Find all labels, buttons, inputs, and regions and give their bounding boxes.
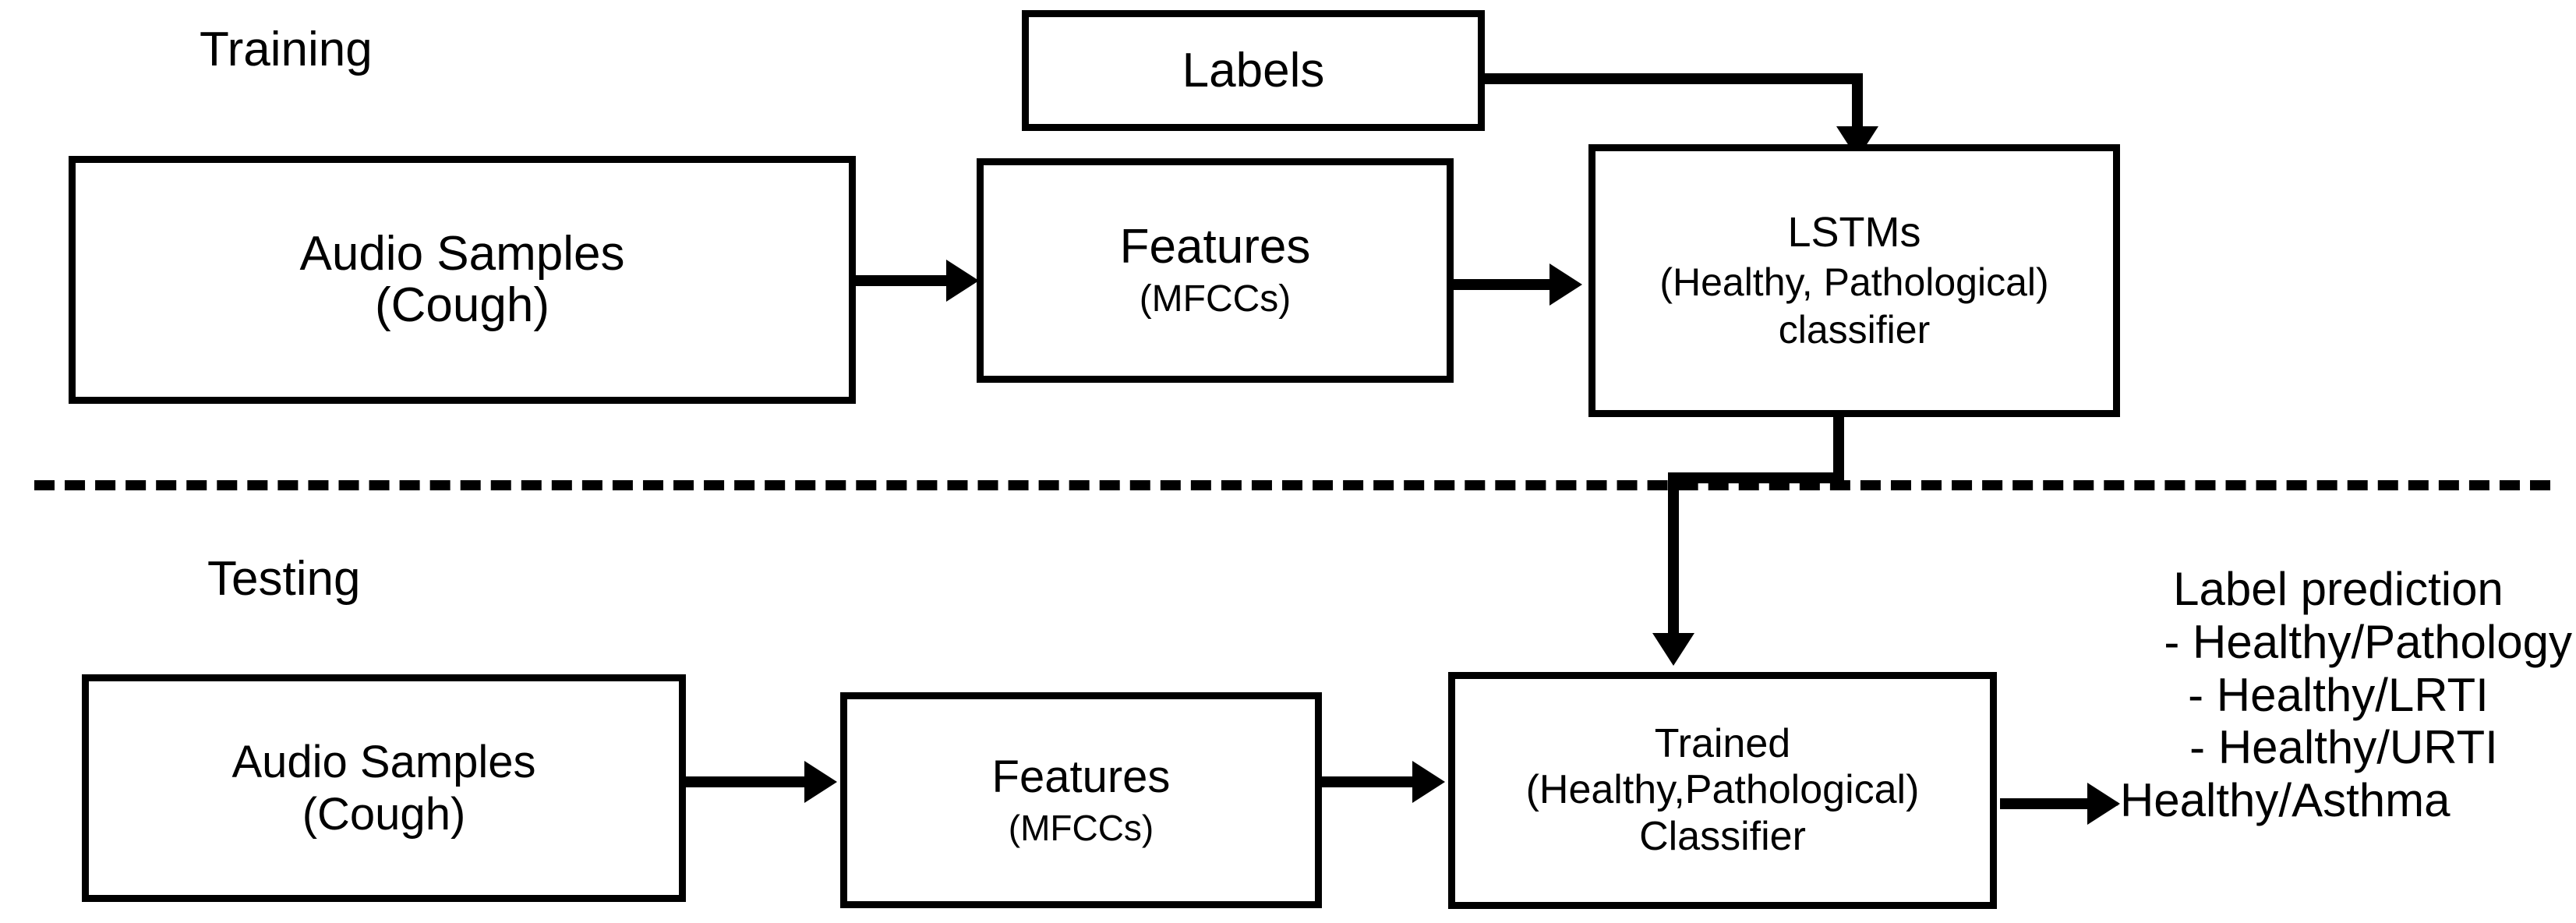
training-features-to-lstm-line xyxy=(1451,279,1553,290)
lstm-classifier-title: LSTMs xyxy=(1787,209,1921,256)
classifier-to-prediction-arrowhead xyxy=(2087,783,2120,825)
label-prediction-item-1: - Healthy/LRTI xyxy=(2188,668,2489,721)
testing-features-to-classifier-line xyxy=(1320,776,1417,787)
testing-audio-samples-box: Audio Samples (Cough) xyxy=(82,674,686,902)
lstm-classifier-subtitle: classifier xyxy=(1778,307,1931,352)
testing-audio-samples-title: Audio Samples xyxy=(231,736,536,787)
trained-classifier-title: Trained xyxy=(1654,721,1791,767)
label-prediction-item-3: -Healthy/Asthma xyxy=(2104,774,2451,827)
lstm-classifier-box: LSTMs (Healthy, Pathological) classifier xyxy=(1588,144,2120,417)
training-audio-to-features-line xyxy=(853,275,951,286)
training-testing-divider xyxy=(34,480,2550,490)
testing-features-box: Features (MFCCs) xyxy=(840,692,1322,908)
classifier-to-prediction-line xyxy=(2000,798,2092,809)
label-prediction-item-0: - Healthy/Pathology xyxy=(2164,615,2572,668)
training-audio-samples-subtitle: (Cough) xyxy=(375,278,549,332)
testing-features-subtitle: (MFCCs) xyxy=(1008,807,1154,848)
testing-features-to-classifier-arrowhead xyxy=(1412,761,1445,803)
training-features-title: Features xyxy=(1119,219,1311,274)
lstm-to-trained-vertical-lower xyxy=(1668,472,1679,640)
label-prediction-list: Label prediction - Healthy/Pathology - H… xyxy=(2104,563,2572,827)
training-section-label: Training xyxy=(200,23,373,76)
labels-box: Labels xyxy=(1022,10,1485,131)
testing-audio-samples-subtitle: (Cough) xyxy=(302,789,466,840)
labels-to-lstm-vertical xyxy=(1852,73,1863,134)
testing-features-title: Features xyxy=(991,751,1171,803)
lstm-classifier-classes: (Healthy, Pathological) xyxy=(1659,260,2049,304)
training-features-subtitle: (MFCCs) xyxy=(1139,278,1292,320)
testing-audio-to-features-line xyxy=(684,776,807,787)
training-audio-to-features-arrowhead xyxy=(946,260,979,302)
label-prediction-heading: Label prediction xyxy=(2173,563,2504,615)
lstm-to-trained-vertical-upper xyxy=(1833,412,1844,483)
training-features-to-lstm-arrowhead xyxy=(1549,263,1582,306)
label-prediction-item-2: - Healthy/URTI xyxy=(2189,721,2498,774)
training-features-box: Features (MFCCs) xyxy=(977,158,1454,383)
testing-audio-to-features-arrowhead xyxy=(804,761,837,803)
labels-box-title: Labels xyxy=(1182,43,1325,97)
trained-classifier-box: Trained (Healthy,Pathological) Classifie… xyxy=(1448,672,1997,909)
trained-classifier-subtitle: Classifier xyxy=(1639,813,1806,859)
trained-classifier-classes: (Healthy,Pathological) xyxy=(1525,767,1920,813)
lstm-to-trained-arrowhead xyxy=(1652,633,1694,666)
testing-section-label: Testing xyxy=(207,552,361,606)
training-audio-samples-box: Audio Samples (Cough) xyxy=(69,156,856,404)
training-audio-samples-title: Audio Samples xyxy=(299,227,625,281)
labels-to-lstm-horizontal xyxy=(1480,73,1863,84)
